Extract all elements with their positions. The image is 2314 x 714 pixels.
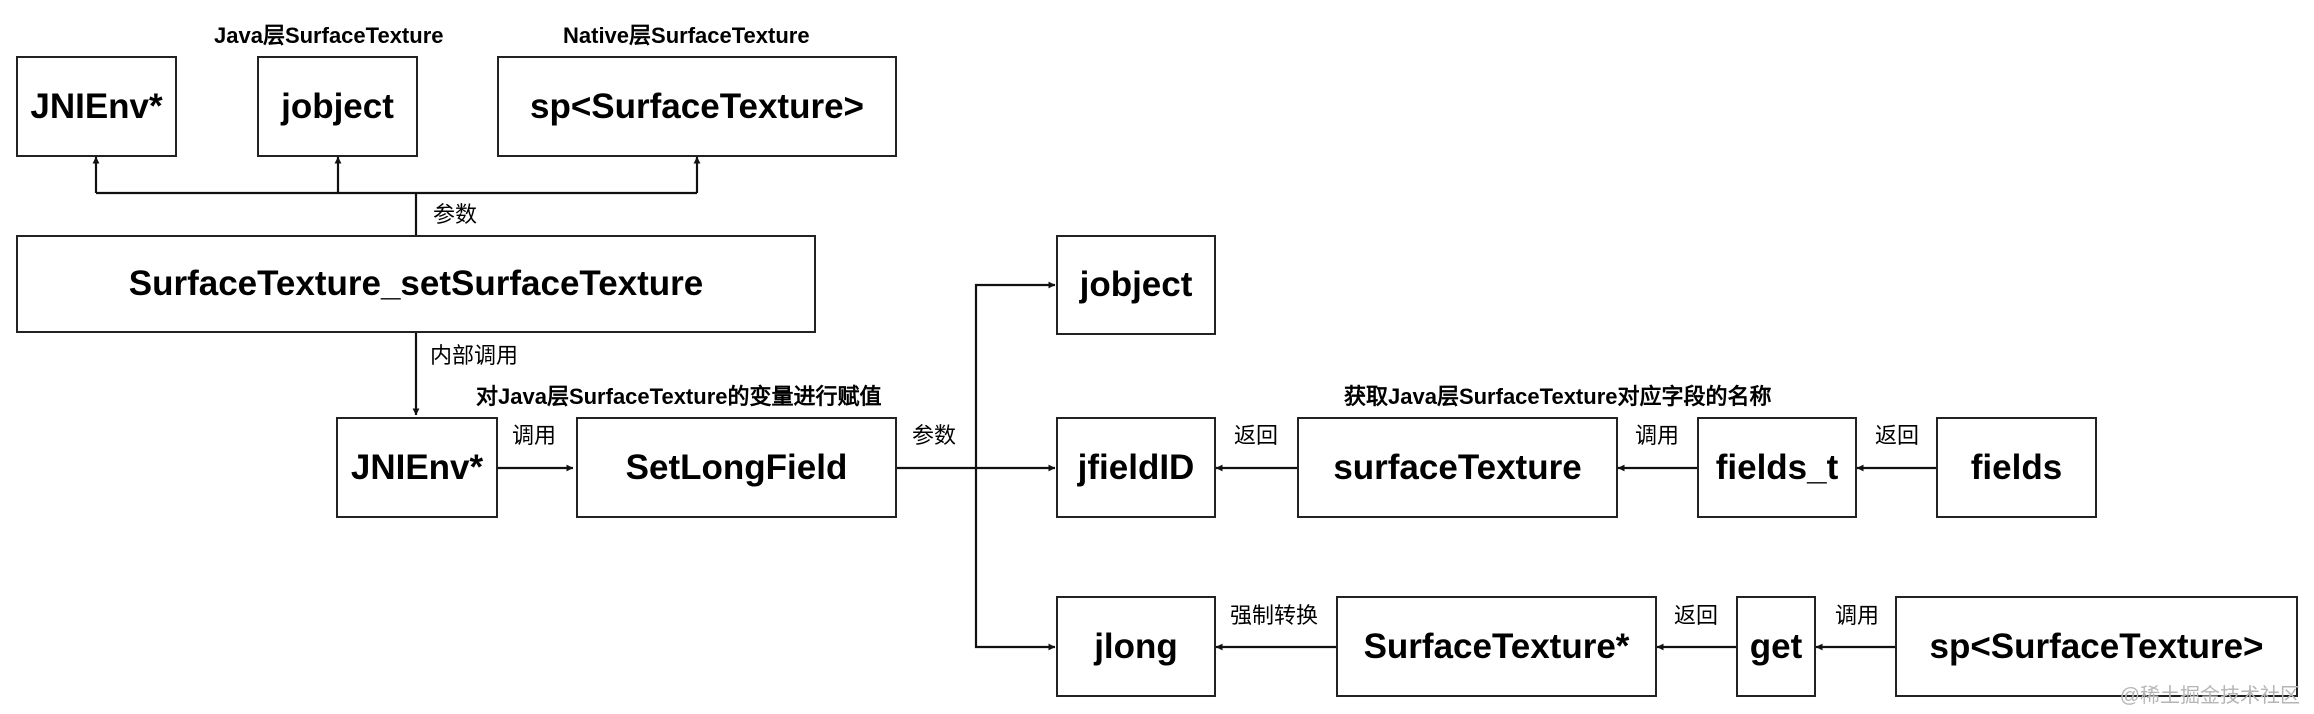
native-layer-label: Native层SurfaceTexture — [563, 23, 810, 48]
jlong-arg-node: jlong — [1056, 596, 1216, 697]
internal-call-label: 内部调用 — [428, 343, 521, 368]
watermark: @稀土掘金技术社区 — [2119, 685, 2300, 707]
sp-surfacetexture-param-node: sp<SurfaceTexture> — [497, 56, 897, 157]
edge-to-jlong-arg — [974, 468, 1056, 651]
return-ptr-label: 返回 — [1672, 603, 1721, 628]
surfacetexture-field-node: surfaceTexture — [1297, 417, 1618, 518]
jfieldid-arg-node: jfieldID — [1056, 417, 1216, 518]
return-jfieldid-label: 返回 — [1232, 423, 1281, 448]
jnienv-call-node: JNIEnv* — [336, 417, 498, 518]
fields-t-node: fields_t — [1697, 417, 1857, 518]
fields-node: fields — [1936, 417, 2097, 518]
call-setlongfield-label: 调用 — [510, 423, 559, 448]
jobject-arg-node: jobject — [1056, 235, 1216, 335]
get-call-node: get — [1736, 596, 1816, 697]
surfacetexture-ptr-node: SurfaceTexture* — [1336, 596, 1657, 697]
params-label-top: 参数 — [431, 202, 480, 227]
jnienv-param-node: JNIEnv* — [16, 56, 177, 157]
jobject-param-node: jobject — [257, 56, 418, 157]
call-fields-t-label: 调用 — [1633, 423, 1682, 448]
get-field-name-label: 获取Java层SurfaceTexture对应字段的名称 — [1344, 384, 1772, 409]
sp-surfacetexture-source-node: sp<SurfaceTexture> — [1895, 596, 2298, 697]
surfacetexture-setsurfacetexture-node: SurfaceTexture_setSurfaceTexture — [16, 235, 816, 333]
edge-to-jobject-arg — [974, 281, 1056, 468]
return-fields-t-label: 返回 — [1873, 423, 1922, 448]
force-cast-label: 强制转换 — [1228, 603, 1321, 628]
params-label-mid: 参数 — [910, 423, 959, 448]
call-get-label: 调用 — [1833, 603, 1882, 628]
java-layer-label: Java层SurfaceTexture — [214, 23, 444, 48]
setlongfield-node: SetLongField — [576, 417, 897, 518]
assign-java-var-label: 对Java层SurfaceTexture的变量进行赋值 — [476, 384, 882, 409]
